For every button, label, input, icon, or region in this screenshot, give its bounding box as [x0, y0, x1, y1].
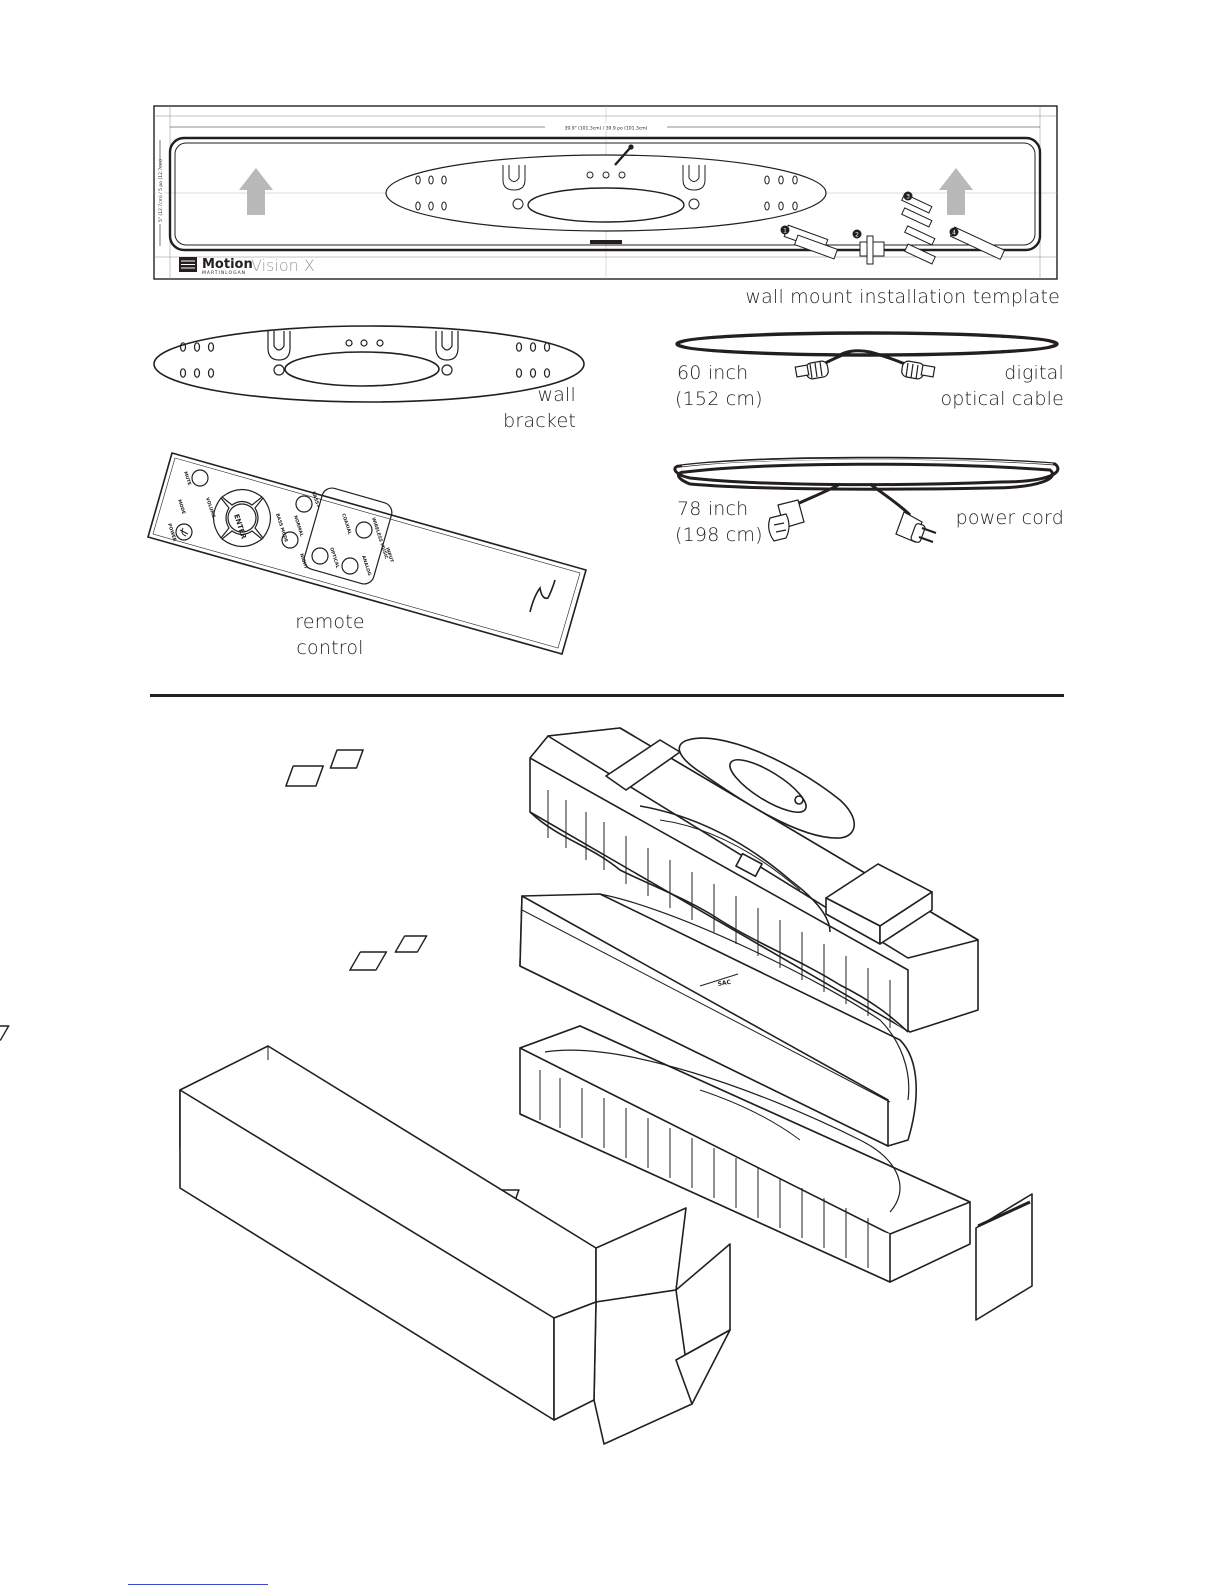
wall-bracket-drawing [153, 325, 585, 403]
soundbar-badge: SAC [717, 979, 732, 988]
bass-plus-label: BASS+ [310, 491, 321, 509]
template-caption: wall mount installation template [745, 286, 1060, 308]
logo-motion: Motion [202, 257, 253, 272]
optical-cable-drawing [675, 331, 1059, 380]
optical-name-line1: digital [1004, 362, 1064, 384]
optical-plug-right-icon [901, 360, 936, 380]
step-1-number: 1 [783, 228, 787, 235]
section-divider [150, 694, 1064, 697]
logo-model: Vision X [251, 256, 315, 275]
height-dimension: 5" (12.7cm) / 5 po (12.7cm) [158, 159, 164, 222]
wall-plug-icon [895, 511, 937, 543]
power-symbol-icon [179, 527, 189, 537]
shipping-box [179, 1045, 731, 1445]
input-label: INPUT [384, 547, 395, 564]
martinlogan-mark-icon [529, 579, 556, 613]
logo-maker: MARTINLOGAN [202, 270, 246, 276]
bracket-caption-line2: bracket [503, 410, 576, 432]
manual-sheet [975, 1193, 1033, 1321]
template-drawing: 39.9" (101.3cm) / 39.9 po (101.3cm) 5" (… [153, 105, 1058, 280]
top-foam-insert [285, 727, 979, 1033]
step-4-number: 4 [952, 230, 956, 237]
power-label: POWER [166, 523, 178, 543]
martinlogan-logo-icon [179, 257, 197, 272]
wall-mount-template: 39.9" (101.3cm) / 39.9 po (101.3cm) 5" (… [0, 0, 1224, 300]
step-2-number: 2 [855, 232, 859, 239]
iec-connector-icon [768, 499, 805, 542]
optical-length-line1: 60 inch [677, 362, 749, 384]
mode-label: MODE [176, 499, 186, 515]
optical-length-line2: (152 cm) [675, 388, 763, 410]
optical-plug-left-icon [794, 360, 829, 380]
power-cord-drawing [673, 456, 1060, 543]
mute-label: MUTE [182, 471, 192, 486]
bracket-caption-line1: wall [537, 384, 576, 406]
bottom-foam-insert [0, 1025, 971, 1283]
power-cord-caption: power cord [955, 507, 1064, 529]
night-label: NIGHT [298, 553, 309, 571]
power-length-line1: 78 inch [677, 498, 749, 520]
soundbar [519, 893, 917, 1147]
bracket-in-box [678, 737, 856, 839]
remote-caption-line1: remote [295, 611, 365, 633]
remote-control-drawing: ENTER MUTE POWER MODE VOLUME BASS MODE B… [147, 452, 587, 655]
step-3-number: 3 [906, 194, 910, 201]
width-dimension: 39.9" (101.3cm) / 39.9 po (101.3cm) [565, 126, 648, 132]
optical-name-line2: optical cable [940, 388, 1064, 410]
power-length-line2: (198 cm) [675, 524, 763, 546]
remote-caption-line2: control [296, 637, 364, 659]
